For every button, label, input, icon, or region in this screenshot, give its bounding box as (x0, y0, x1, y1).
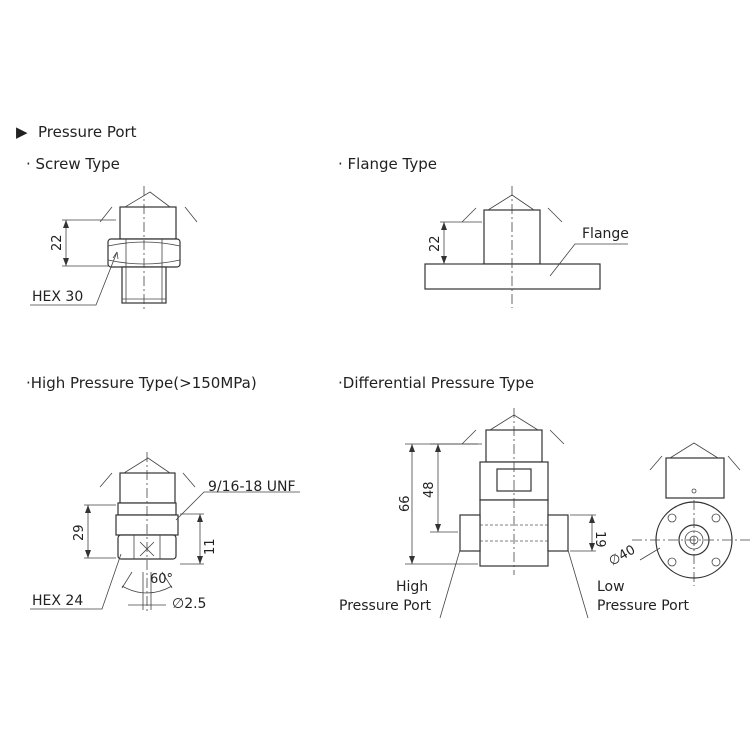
high-pressure-type-title: ·High Pressure Type(>150MPa) (26, 374, 257, 392)
high-angle: 60° (150, 572, 173, 587)
high-dim-height: 29 (72, 524, 87, 541)
header-bullet-icon: ▶ (16, 123, 28, 141)
high-pressure-drawing: 29 11 9/16-18 UNF 60° ∅2.5 HEX 24 (30, 452, 300, 612)
high-dia: ∅2.5 (172, 596, 206, 612)
page-title: Pressure Port (38, 123, 137, 141)
diff-dim-upper: 48 (422, 481, 437, 498)
diff-dim-total: 66 (398, 495, 413, 512)
differential-drawing: 66 48 19 High Pressure Port Low Pressure… (339, 408, 689, 619)
diff-low-port-line2: Pressure Port (597, 598, 689, 614)
diff-dim-port: 19 (592, 531, 607, 548)
diff-low-port-line1: Low (597, 579, 625, 595)
screw-hex-label: HEX 30 (32, 289, 83, 305)
high-thread-label: 9/16-18 UNF (208, 479, 296, 495)
flange-dim-height: 22 (428, 235, 443, 252)
screw-type-title: · Screw Type (26, 155, 120, 173)
flange-type-title: · Flange Type (338, 155, 437, 173)
diff-high-port-line2: Pressure Port (339, 598, 431, 614)
differential-type-title: ·Differential Pressure Type (338, 374, 534, 392)
screw-type-drawing: 22 HEX 30 (30, 186, 198, 312)
flange-type-drawing: 22 Flange (424, 186, 629, 308)
differential-side-view: ∅40 (607, 442, 750, 586)
diff-dia: ∅40 (607, 543, 639, 570)
diff-high-port-line1: High (396, 579, 428, 595)
flange-label: Flange (582, 226, 629, 242)
screw-dim-height: 22 (50, 234, 65, 251)
high-dim-side: 11 (203, 538, 218, 555)
high-hex-label: HEX 24 (32, 593, 83, 609)
